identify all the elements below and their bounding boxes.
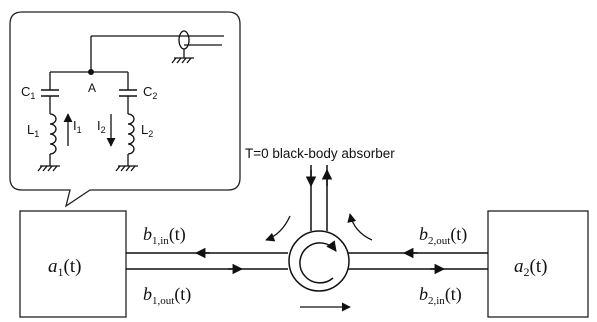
- label-l1: L1: [27, 122, 39, 139]
- node-a-dot: [88, 69, 94, 75]
- absorber-transmission-line: [310, 165, 328, 231]
- inductor-l2-icon: [127, 113, 135, 155]
- b2-in-label: b2,in(t): [419, 284, 462, 307]
- label-l2: L2: [141, 122, 153, 139]
- right-transmission-line: [348, 252, 488, 270]
- b2-out-label: b2,out(t): [419, 224, 467, 247]
- label-i1: I1: [73, 118, 82, 135]
- routing-arrow-top-left: [265, 215, 291, 242]
- b1-out-label: b1,out(t): [143, 284, 191, 307]
- label-c1: C1: [21, 84, 35, 101]
- label-c2: C2: [143, 84, 157, 101]
- absorber-label: T=0 black-body absorber: [245, 146, 395, 161]
- ground-icon: [171, 57, 194, 64]
- cavity-1-label: a1(t): [48, 256, 81, 279]
- ground-icon: [115, 165, 138, 172]
- label-i2: I2: [97, 118, 106, 135]
- routing-arrow-top-right: [347, 213, 373, 241]
- b1-in-label: b1,in(t): [143, 224, 186, 247]
- cavity-1-box: [19, 210, 127, 318]
- circulator-icon: [288, 230, 350, 292]
- cavity-2-label: a2(t): [514, 256, 547, 279]
- callout-bubble: [9, 11, 241, 208]
- cavity-2-box: [487, 210, 589, 318]
- inductor-l1-icon: [49, 113, 57, 155]
- left-transmission-line: [126, 252, 288, 270]
- ground-icon: [37, 165, 60, 172]
- circuit-callout: A C1 C2 L1 L2 I1: [9, 11, 241, 208]
- node-a-label: A: [88, 81, 96, 95]
